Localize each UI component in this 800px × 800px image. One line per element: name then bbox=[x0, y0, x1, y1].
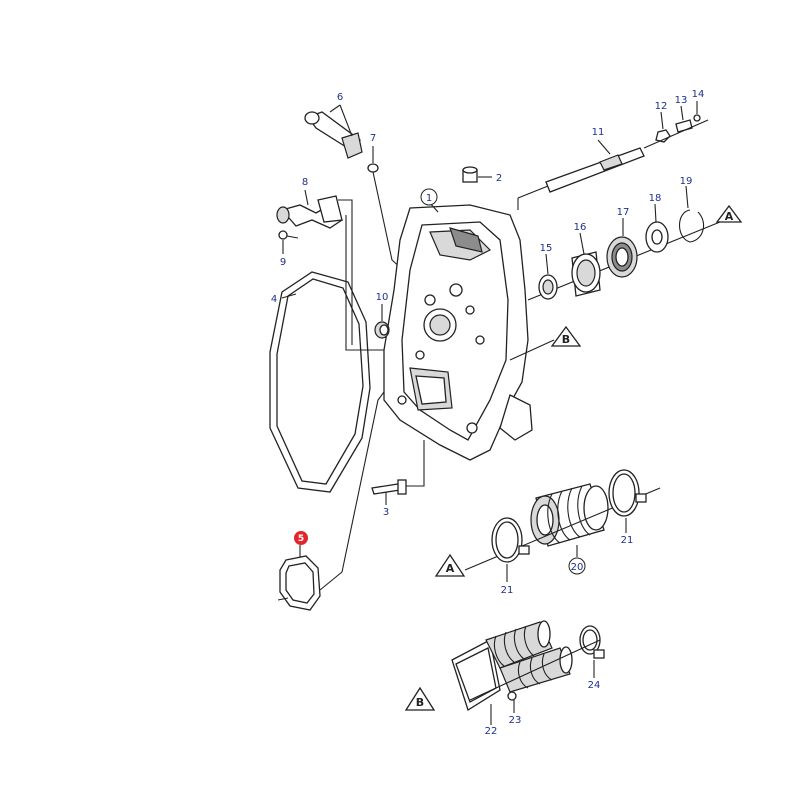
callout-label-1: 1 bbox=[426, 193, 432, 204]
part-21-clamp-right bbox=[608, 469, 647, 517]
callout-15[interactable]: 15 bbox=[540, 243, 553, 254]
part-16-bearing-race bbox=[571, 251, 601, 297]
part-21-clamp-left bbox=[491, 517, 530, 563]
callout-14[interactable]: 14 bbox=[692, 89, 705, 100]
part-17-bearing bbox=[606, 236, 638, 278]
callout-18[interactable]: 18 bbox=[649, 193, 662, 204]
part-10-seal bbox=[374, 321, 390, 339]
callout-6[interactable]: 6 bbox=[337, 92, 343, 103]
callout-3[interactable]: 3 bbox=[383, 507, 389, 518]
callout-4[interactable]: 4 bbox=[271, 294, 277, 305]
part-11-shaft bbox=[545, 147, 645, 193]
ref-triangle-a-bottom: A bbox=[434, 553, 466, 577]
callout-16[interactable]: 16 bbox=[574, 222, 587, 233]
callout-20[interactable]: 20 bbox=[568, 557, 586, 575]
part-19-circlip bbox=[678, 209, 705, 243]
callout-5-highlighted[interactable]: 5 bbox=[294, 531, 308, 545]
part-2-cap bbox=[462, 166, 478, 183]
part-12-nut bbox=[655, 129, 671, 143]
callout-1[interactable]: 1 bbox=[420, 188, 438, 206]
part-24-clamp bbox=[579, 625, 605, 659]
part-5-small-gasket bbox=[279, 555, 321, 611]
ref-label-b-bottom: B bbox=[416, 696, 424, 709]
part-4-gasket bbox=[269, 271, 371, 493]
callout-8[interactable]: 8 bbox=[302, 177, 308, 188]
callout-22[interactable]: 22 bbox=[485, 726, 498, 737]
part-1-housing bbox=[383, 204, 533, 461]
part-9-screw bbox=[278, 230, 299, 240]
part-7-ring bbox=[367, 163, 379, 173]
ref-triangle-a-top: A bbox=[715, 204, 743, 223]
ref-label-a-top: A bbox=[725, 210, 734, 223]
callout-10[interactable]: 10 bbox=[376, 292, 389, 303]
callout-7[interactable]: 7 bbox=[370, 133, 376, 144]
part-8-fitting bbox=[276, 195, 343, 229]
part-20-bellows bbox=[530, 483, 609, 547]
callout-11[interactable]: 11 bbox=[592, 127, 605, 138]
callout-23[interactable]: 23 bbox=[509, 715, 522, 726]
callout-19[interactable]: 19 bbox=[680, 176, 693, 187]
callout-17[interactable]: 17 bbox=[617, 207, 630, 218]
callout-9[interactable]: 9 bbox=[280, 257, 286, 268]
ref-label-b-mid: B bbox=[562, 333, 570, 346]
part-18-washer bbox=[645, 221, 669, 253]
callout-label-5: 5 bbox=[298, 534, 304, 544]
part-23-screw bbox=[507, 691, 517, 701]
callout-label-20: 20 bbox=[571, 562, 584, 573]
callout-12[interactable]: 12 bbox=[655, 101, 668, 112]
callout-2[interactable]: 2 bbox=[496, 173, 502, 184]
ref-triangle-b-mid: B bbox=[550, 325, 582, 347]
ref-label-a-bottom: A bbox=[446, 562, 455, 575]
callout-21-left[interactable]: 21 bbox=[501, 585, 514, 596]
callout-13[interactable]: 13 bbox=[675, 95, 688, 106]
ref-triangle-b-bottom: B bbox=[404, 686, 436, 711]
part-6-connector bbox=[304, 111, 363, 159]
callout-24[interactable]: 24 bbox=[588, 680, 601, 691]
part-3-bolt bbox=[371, 479, 407, 495]
part-15-seal bbox=[538, 274, 558, 300]
part-14-washer bbox=[693, 114, 701, 122]
callout-21-right[interactable]: 21 bbox=[621, 535, 634, 546]
